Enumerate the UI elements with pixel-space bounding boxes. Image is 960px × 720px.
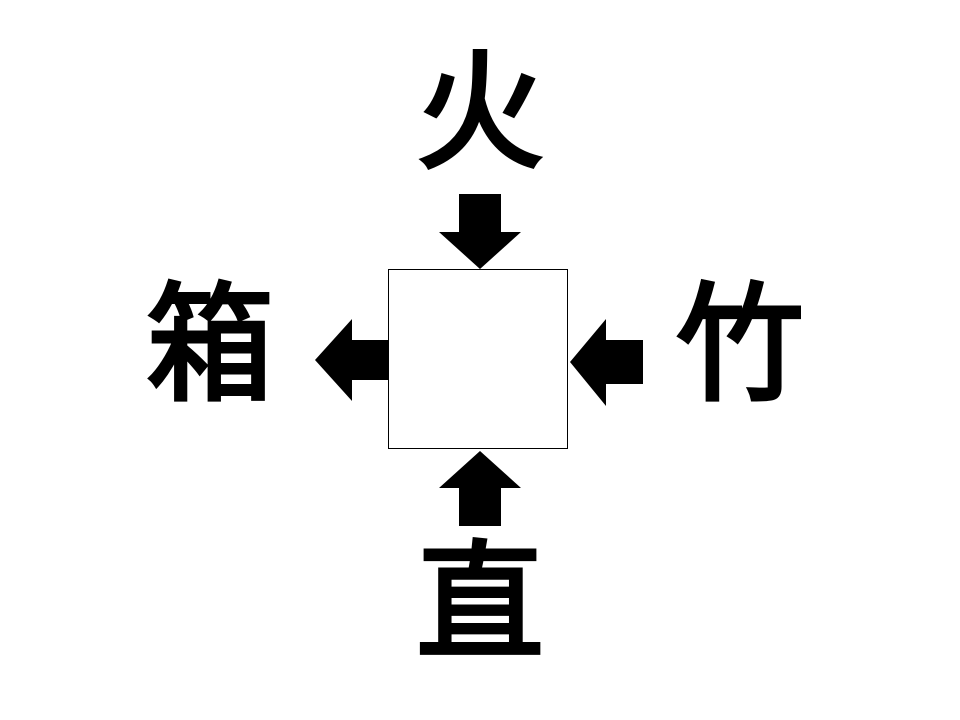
arrow-down-icon [439, 194, 521, 269]
arrow-left-icon [315, 319, 388, 401]
kanji-right: 竹 [675, 271, 804, 420]
kanji-left: 箱 [145, 271, 274, 420]
answer-box[interactable] [388, 269, 568, 449]
arrow-left-icon [570, 319, 643, 406]
arrow-up-icon [439, 451, 521, 526]
kanji-bottom: 直 [415, 529, 544, 678]
kanji-top: 火 [415, 39, 544, 188]
